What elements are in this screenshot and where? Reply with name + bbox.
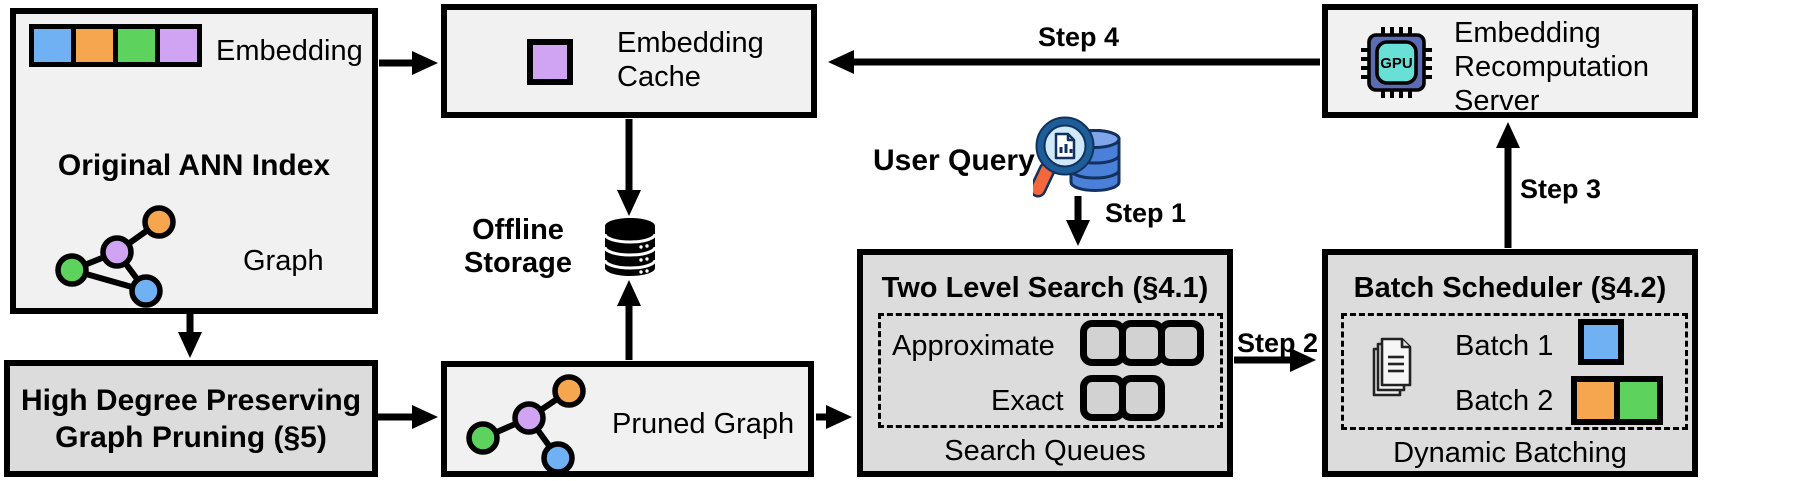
- offline-storage-label: Offline Storage: [464, 214, 572, 279]
- batch2-embedding-green: [1614, 382, 1657, 419]
- user-query-label: User Query: [873, 144, 1035, 177]
- dynamic-batching-panel: [1341, 313, 1688, 430]
- dynamic-batching-caption: Dynamic Batching: [1393, 437, 1627, 469]
- embedding-cell-green: [113, 29, 155, 62]
- graph-icon: [55, 205, 176, 308]
- batch1-embedding-blue: [1578, 319, 1624, 365]
- pruned-graph-box: Pruned Graph: [441, 361, 814, 477]
- batch2-label: Batch 2: [1455, 385, 1554, 417]
- embedding-label: Embedding: [216, 35, 363, 67]
- graph-pruning-title-line1: High Degree Preserving: [20, 383, 362, 417]
- server-title-line2: Recomputation: [1454, 51, 1650, 83]
- graph-pruning-title-line2: Graph Pruning (§5): [55, 420, 327, 454]
- original-ann-index-box: Embedding Original ANN Index Graph: [10, 8, 378, 314]
- user-query-icon: [1033, 116, 1121, 198]
- queries-documents-icon: [1372, 337, 1412, 397]
- batch1-label: Batch 1: [1455, 330, 1554, 362]
- pruned-graph-label: Pruned Graph: [612, 408, 795, 440]
- offline-storage-database-icon: [603, 218, 657, 276]
- embedding-cell-purple: [155, 29, 197, 62]
- batch-scheduler-title: Batch Scheduler (§4.2): [1353, 272, 1667, 304]
- exact-label: Exact: [991, 385, 1064, 417]
- embedding-cache-title-line2: Cache: [617, 61, 701, 93]
- cached-embedding-icon: [527, 39, 573, 85]
- step2-label: Step 2: [1237, 328, 1319, 358]
- graph-pruning-box: High Degree Preserving Graph Pruning (§5…: [4, 360, 378, 477]
- two-level-search-box: Two Level Search (§4.1) Approximate Exac…: [857, 249, 1233, 477]
- search-queues-panel: [878, 313, 1223, 428]
- pruned-graph-icon: [466, 374, 586, 475]
- embedding-cell-blue: [34, 29, 71, 62]
- original-ann-index-title: Original ANN Index: [57, 149, 331, 182]
- exact-queue-slots: [1080, 375, 1165, 421]
- gpu-chip-icon: GPU: [1361, 27, 1432, 98]
- graph-label: Graph: [243, 245, 324, 277]
- recomputation-server-box: GPU Embedding Recomputation Server: [1322, 4, 1698, 118]
- batch2-embedding-orange: [1577, 382, 1614, 419]
- queue-slot: [1158, 320, 1204, 366]
- batch2-embeddings: [1571, 376, 1663, 425]
- embedding-cache-title-line1: Embedding: [617, 27, 764, 59]
- step1-label: Step 1: [1105, 198, 1187, 228]
- gpu-chip-label: GPU: [1380, 55, 1413, 72]
- server-title-line3: Server: [1454, 85, 1540, 117]
- batch-scheduler-box: Batch Scheduler (§4.2) Batch 1 Batch 2 D…: [1322, 249, 1698, 477]
- two-level-search-title: Two Level Search (§4.1): [881, 272, 1209, 304]
- embedding-cell-orange: [71, 29, 113, 62]
- search-queues-caption: Search Queues: [944, 435, 1146, 467]
- server-title-line1: Embedding: [1454, 17, 1601, 49]
- embedding-vector-icon: [29, 24, 202, 67]
- queue-slot: [1119, 375, 1165, 421]
- approximate-label: Approximate: [892, 330, 1055, 362]
- embedding-cache-box: Embedding Cache: [441, 4, 817, 118]
- step3-label: Step 3: [1520, 174, 1602, 204]
- step4-label: Step 4: [1038, 22, 1120, 52]
- approximate-queue-slots: [1080, 320, 1204, 366]
- queue-slot: [1080, 375, 1126, 421]
